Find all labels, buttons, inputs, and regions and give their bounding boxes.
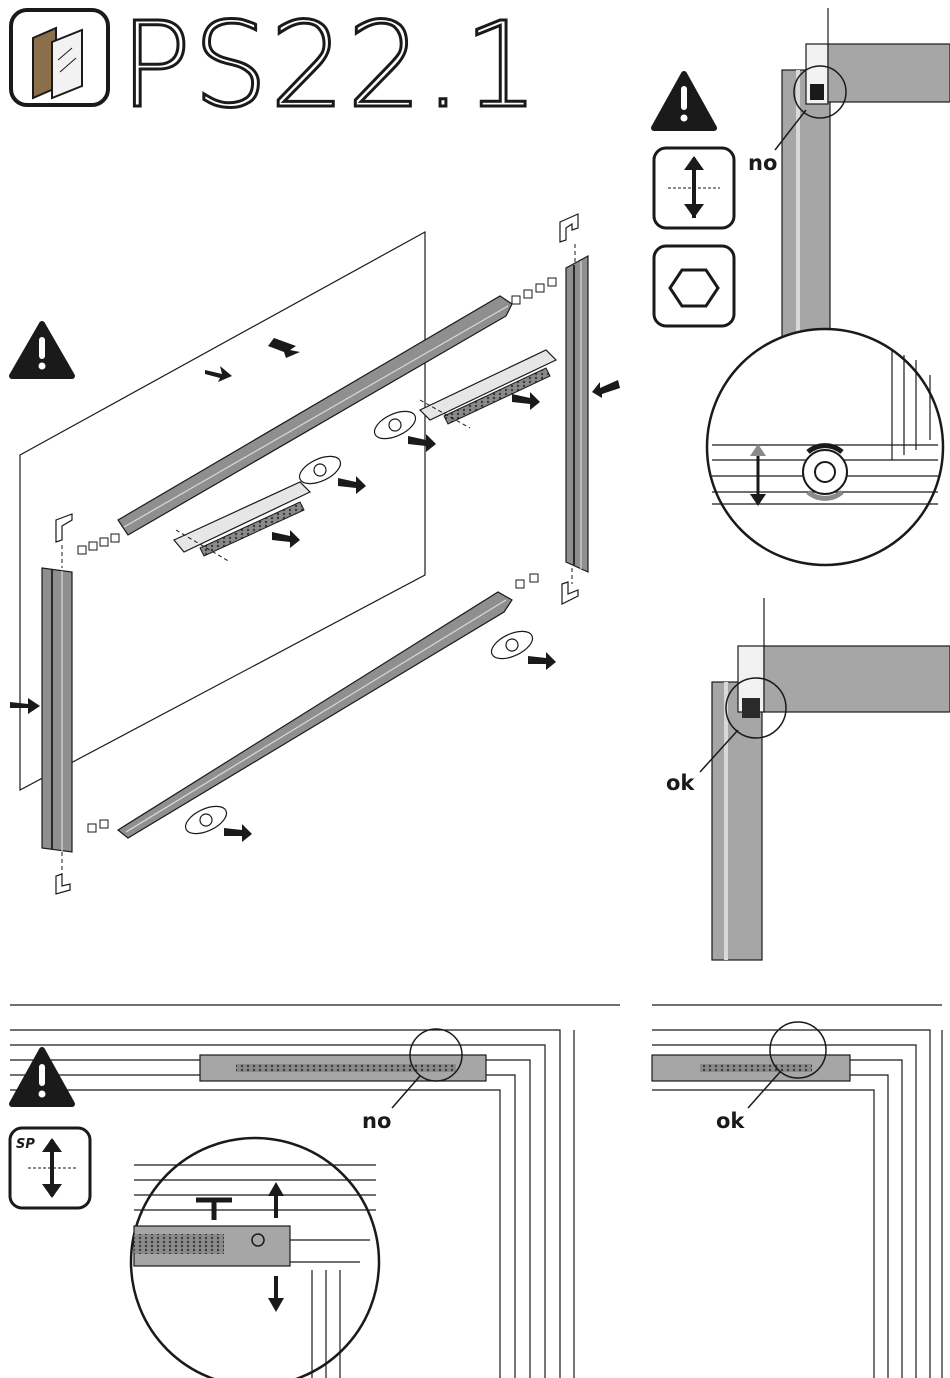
soft-close-unit: [420, 350, 556, 424]
warning-icon: [654, 74, 714, 128]
glass-panel-icon: [11, 10, 108, 105]
corner-connector: [562, 582, 578, 604]
corner-connector: [56, 874, 70, 894]
exploded-assembly-diagram: [10, 214, 620, 894]
left-stile-profile: [42, 568, 72, 852]
label-ok: ok: [716, 1109, 745, 1133]
magnified-adjuster: [131, 1138, 379, 1378]
label-ok: ok: [666, 771, 695, 795]
label-no: no: [748, 151, 777, 175]
warning-icon: [12, 1050, 72, 1104]
bottom-right-ok-detail: ok: [652, 1005, 942, 1378]
glass-panel: [20, 232, 425, 790]
page-title: PS22.1: [120, 0, 541, 134]
corner-connector: [560, 214, 578, 242]
vertical-adjust-icon: SP: [10, 1128, 90, 1208]
mid-right-ok-detail: ok: [666, 598, 950, 960]
top-right-no-detail: no: [654, 8, 950, 565]
rotate-arrows-icon: [803, 446, 847, 499]
label-no: no: [362, 1109, 391, 1133]
warning-icon: [12, 324, 72, 376]
roller-carriage: [181, 801, 230, 840]
right-stile-profile: [566, 256, 588, 572]
magnified-adjuster: [707, 329, 943, 565]
vertical-adjust-icon: [654, 148, 734, 228]
sp-badge: SP: [16, 1137, 35, 1152]
door-panel: [764, 646, 950, 712]
frame-profile-vertical: [782, 8, 830, 360]
bottom-left-no-detail: no SP: [10, 1005, 620, 1378]
header: PS22.1: [11, 0, 541, 134]
hex-key-icon: [654, 246, 734, 326]
